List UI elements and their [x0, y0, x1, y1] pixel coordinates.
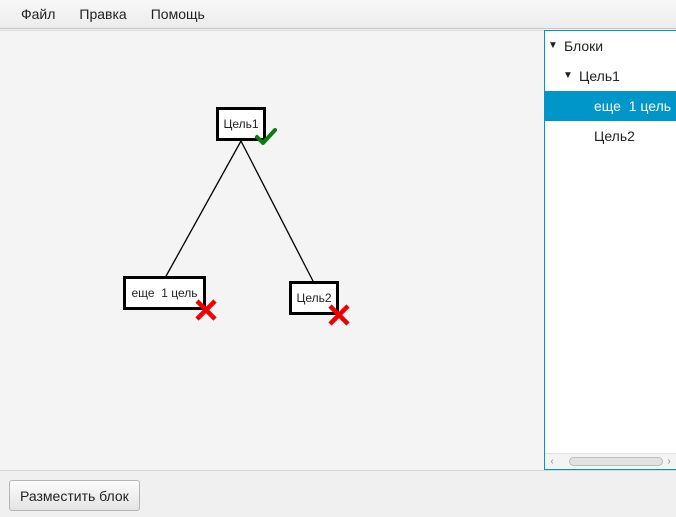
node-goal2-label: Цель2 — [296, 291, 332, 305]
menu-file[interactable]: Файл — [21, 5, 56, 22]
scroll-left-icon[interactable]: ‹ — [550, 456, 554, 467]
place-block-button[interactable]: Разместить блок — [9, 480, 140, 511]
edge-goal1-one-more — [164, 140, 242, 279]
expand-triangle-icon[interactable]: ▼ — [563, 70, 573, 81]
tree-item-label: еще 1 цель — [594, 98, 672, 114]
cross-icon — [328, 304, 350, 326]
edge-goal1-goal2 — [240, 140, 315, 284]
tree-item-one-more-goal[interactable]: еще 1 цель — [545, 91, 676, 121]
tree-item-goal1[interactable]: ▼ Цель1 — [545, 61, 676, 91]
diagram-edges — [164, 140, 315, 284]
tree-item-goal2[interactable]: Цель2 — [545, 121, 676, 151]
tree-item-label: Цель2 — [594, 128, 635, 144]
tree-item-root[interactable]: ▼ Блоки — [545, 31, 676, 61]
menu-help[interactable]: Помощь — [150, 5, 205, 22]
scroll-right-icon[interactable]: › — [667, 456, 671, 467]
node-one-more-goal[interactable]: еще 1 цель — [123, 276, 206, 310]
expand-triangle-icon[interactable]: ▼ — [548, 40, 558, 51]
menu-edit[interactable]: Правка — [79, 5, 127, 22]
tree-item-label: Цель1 — [579, 68, 620, 84]
scroll-thumb[interactable] — [569, 457, 663, 466]
node-goal1[interactable]: Цель1 — [216, 107, 266, 141]
check-icon — [255, 128, 277, 145]
node-one-more-goal-label: еще 1 цель — [131, 286, 198, 300]
cross-icon — [195, 299, 217, 321]
menu-bar: Файл Правка Помощь — [0, 0, 676, 29]
tree-item-label: Блоки — [564, 38, 604, 54]
diagram-canvas[interactable]: Цель1 еще 1 цель Цель2 — [0, 30, 544, 470]
bottom-toolbar: Разместить блок — [0, 470, 676, 517]
blocks-tree[interactable]: ▼ Блоки ▼ Цель1 еще 1 цель Цель2 ‹ › — [544, 30, 676, 470]
tree-horizontal-scrollbar[interactable]: ‹ › — [545, 453, 676, 469]
node-goal1-label: Цель1 — [223, 117, 259, 131]
